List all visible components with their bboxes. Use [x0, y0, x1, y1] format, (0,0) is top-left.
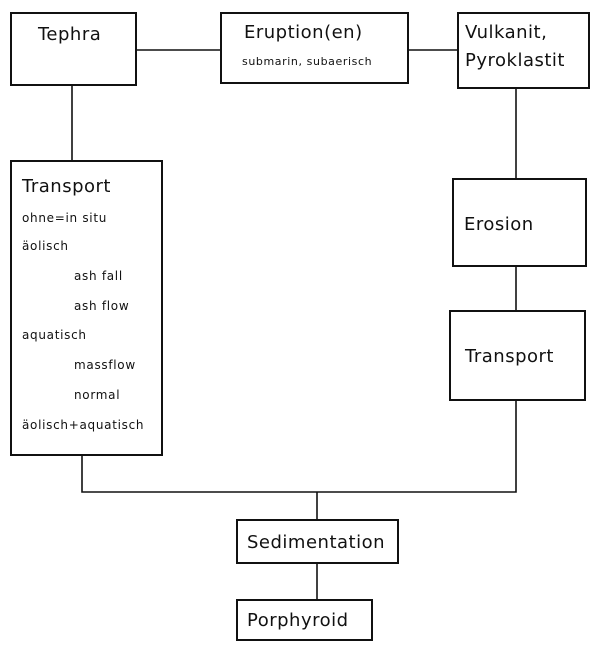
eruption-label: Eruption(en)	[244, 22, 363, 43]
vulkanit-box: Vulkanit, Pyroklastit	[457, 12, 590, 89]
transport-item-ash-flow: ash flow	[74, 299, 130, 313]
eruption-subtitle: submarin, subaerisch	[242, 55, 373, 68]
transport-item-normal: normal	[74, 388, 121, 402]
edge-transport-right-sedimentation	[317, 400, 517, 493]
transport-item-massflow: massflow	[74, 358, 136, 372]
transport-item-aeolisch-aquatisch: äolisch+aquatisch	[22, 418, 145, 432]
transport-item-aeolisch: äolisch	[22, 239, 69, 253]
porphyroid-box: Porphyroid	[236, 599, 373, 641]
edge-transport-left-sedimentation	[81, 455, 317, 493]
transport-item-in-situ: ohne=in situ	[22, 211, 108, 225]
transport-item-ash-fall: ash fall	[74, 269, 123, 283]
erosion-box: Erosion	[452, 178, 587, 267]
transport-left-label: Transport	[22, 176, 111, 197]
sedimentation-box: Sedimentation	[236, 519, 399, 564]
transport-left-box: Transport ohne=in situ äolisch ash fall …	[10, 160, 163, 456]
eruption-box: Eruption(en) submarin, subaerisch	[220, 12, 409, 84]
erosion-label: Erosion	[464, 214, 534, 235]
tephra-box: Tephra	[10, 12, 137, 86]
transport-right-label: Transport	[465, 346, 554, 367]
vulkanit-label-line1: Vulkanit,	[465, 22, 548, 43]
vulkanit-label-line2: Pyroklastit	[465, 50, 565, 71]
sedimentation-label: Sedimentation	[247, 532, 386, 553]
transport-right-box: Transport	[449, 310, 586, 401]
tephra-label: Tephra	[38, 24, 102, 45]
transport-item-aquatisch: aquatisch	[22, 328, 87, 342]
porphyroid-label: Porphyroid	[247, 610, 349, 631]
